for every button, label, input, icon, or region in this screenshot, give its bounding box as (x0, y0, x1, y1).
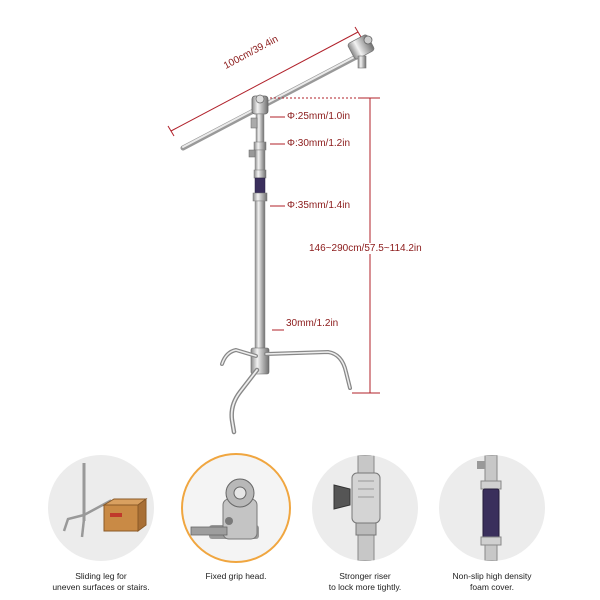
tube-diameter-25-label: Φ:25mm/1.0in (287, 111, 351, 122)
leg-tube-diameter-label: 30mm/1.2in (286, 318, 339, 329)
riser-knob-icon (312, 455, 418, 561)
feature-caption-line2: foam cover. (470, 582, 514, 592)
feature-caption-line2: uneven surfaces or stairs. (52, 582, 150, 592)
foam-grip-icon (439, 455, 545, 561)
grip-head-icon (183, 455, 289, 561)
feature-caption-line1: Non-slip high density (452, 571, 532, 581)
boom-dimension-line (167, 26, 362, 137)
feature-caption-line1: Stronger riser (339, 571, 391, 581)
diameter-pointer-lines (270, 116, 285, 331)
stand-column (248, 113, 270, 375)
c-stand-illustration (167, 26, 380, 435)
tube-diameter-30-label: Φ:30mm/1.2in (287, 138, 351, 149)
turtle-base-legs (220, 347, 352, 435)
sliding-leg-icon (48, 455, 154, 561)
feature-grip-head: Fixed grip head. (181, 455, 291, 582)
feature-caption-line2: to lock more tightly. (328, 582, 402, 592)
center-grip-head (251, 94, 269, 115)
feature-caption-line1: Sliding leg for (75, 571, 127, 581)
tube-diameter-35-label: Φ:35mm/1.4in (287, 200, 351, 211)
boom-arm (180, 34, 375, 151)
height-range-label: 146~290cm/57.5~114.2in (308, 243, 423, 254)
feature-caption-line1: Fixed grip head. (205, 571, 267, 581)
